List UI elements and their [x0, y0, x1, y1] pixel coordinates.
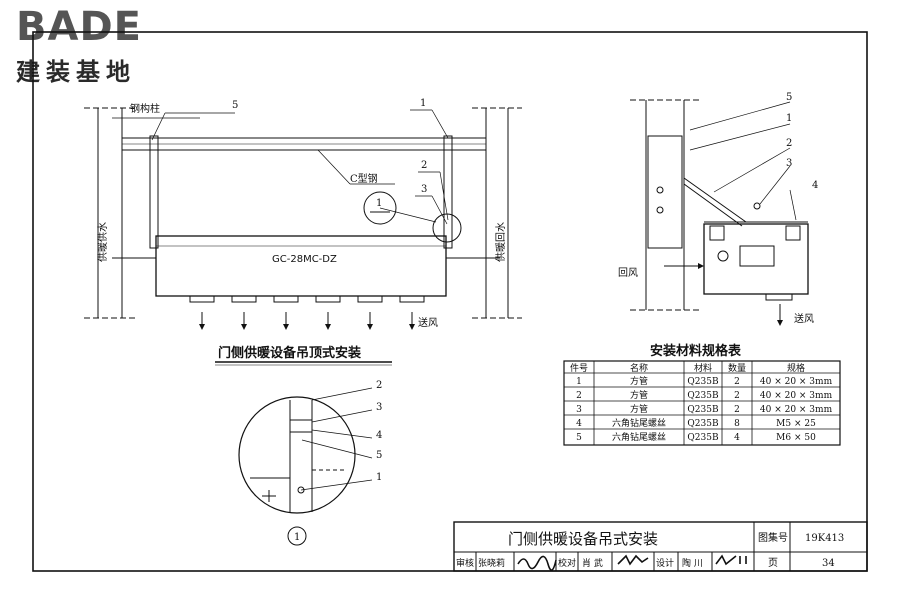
cell-part-no: 5	[576, 433, 582, 443]
side-callout-1: 1	[786, 113, 792, 124]
cell-spec: M5 × 25	[776, 419, 816, 429]
sheet-title: 门侧供暖设备吊式安装	[508, 530, 658, 548]
detail-ref-label: 1	[294, 532, 300, 543]
side-callout-4: 4	[812, 180, 818, 191]
cell-name: 方管	[630, 375, 648, 387]
checker-signature	[617, 554, 649, 566]
front-callout-2: 2	[421, 160, 427, 171]
sheet-border	[32, 31, 868, 572]
header-spec: 规格	[787, 362, 805, 374]
return-air-label: 回风	[618, 267, 638, 279]
front-detail-ref: 1	[376, 198, 382, 209]
cell-material: Q235B	[687, 405, 719, 415]
header-qty: 数量	[728, 362, 746, 374]
front-view	[84, 107, 522, 366]
front-callout-1: 1	[420, 98, 426, 109]
cell-qty: 2	[734, 405, 740, 415]
atlas-no-value: 19K413	[805, 533, 844, 544]
cell-name: 六角钻尾螺丝	[612, 431, 666, 443]
cell-name: 六角钻尾螺丝	[612, 417, 666, 429]
table-row: 2 方管 Q235B 2 40 × 20 × 3mm	[576, 389, 832, 401]
atlas-no-label: 图集号	[758, 531, 788, 544]
cell-material: Q235B	[687, 419, 719, 429]
detail-callout-1: 1	[376, 472, 382, 483]
detail-callout-3: 3	[376, 402, 382, 413]
cell-spec: 40 × 20 × 3mm	[760, 391, 833, 401]
cell-spec: 40 × 20 × 3mm	[760, 377, 833, 387]
cell-material: Q235B	[687, 433, 719, 443]
checker-name: 肖 武	[582, 557, 603, 569]
cell-spec: 40 × 20 × 3mm	[760, 405, 833, 415]
cell-spec: M6 × 50	[776, 433, 816, 443]
side-view-arrowheads	[698, 263, 783, 326]
front-callout-5: 5	[232, 100, 238, 111]
logo-brand: BADE	[16, 4, 142, 50]
detail-callout-5: 5	[376, 450, 382, 461]
table-row: 3 方管 Q235B 2 40 × 20 × 3mm	[576, 403, 832, 415]
page-label: 页	[768, 557, 778, 569]
table-row: 1 方管 Q235B 2 40 × 20 × 3mm	[576, 375, 832, 387]
title-block-grid	[453, 521, 868, 572]
unit-model: GC-28MC-DZ	[272, 254, 337, 265]
cell-qty: 4	[734, 433, 740, 443]
table-title: 安装材料规格表	[650, 343, 742, 359]
header-part-no: 件号	[570, 362, 588, 374]
designer-name: 陶 川	[682, 557, 703, 569]
side-callout-3: 3	[786, 158, 792, 169]
cell-qty: 2	[734, 377, 740, 387]
table-header-row: 件号 名称 材料 数量 规格	[570, 362, 805, 374]
reviewer-name: 张晓莉	[478, 557, 505, 569]
front-view-arrowheads	[199, 324, 415, 330]
header-name: 名称	[630, 362, 648, 374]
header-material: 材料	[694, 362, 712, 374]
review-label: 审核	[456, 557, 474, 569]
detail-callout-4: 4	[376, 430, 382, 441]
side-callout-5: 5	[786, 92, 792, 103]
logo-subtitle: 建装基地	[16, 58, 136, 86]
return-pipe-label: 供暖回水	[494, 222, 507, 262]
cell-part-no: 3	[576, 405, 582, 415]
front-view-title: 门侧供暖设备吊顶式安装	[218, 345, 361, 361]
check-label: 校对	[558, 557, 576, 569]
cell-name: 方管	[630, 389, 648, 401]
reviewer-signature	[517, 555, 557, 571]
side-view	[630, 99, 809, 322]
channel-label: C型钢	[350, 172, 378, 185]
table-row: 5 六角钻尾螺丝 Q235B 4 M6 × 50	[576, 431, 816, 443]
cell-part-no: 1	[576, 377, 582, 387]
cell-name: 方管	[630, 403, 648, 415]
page-no-value: 34	[822, 558, 835, 569]
cell-material: Q235B	[687, 377, 719, 387]
table-row: 4 六角钻尾螺丝 Q235B 8 M5 × 25	[576, 417, 816, 429]
bade-logo: BADE 建装基地	[8, 4, 178, 86]
side-outlet-label: 送风	[794, 312, 814, 325]
cell-qty: 2	[734, 391, 740, 401]
detail-callout-2: 2	[376, 380, 382, 391]
cell-material: Q235B	[687, 391, 719, 401]
designer-signature	[715, 554, 747, 566]
cell-part-no: 2	[576, 391, 582, 401]
cell-part-no: 4	[576, 419, 582, 429]
detail-view	[238, 387, 373, 546]
side-callout-2: 2	[786, 138, 792, 149]
supply-pipe-label: 供暖供水	[96, 222, 109, 262]
front-outlet-label: 送风	[418, 316, 438, 329]
design-label: 设计	[656, 557, 674, 569]
cell-qty: 8	[734, 419, 740, 429]
front-callout-3: 3	[421, 184, 427, 195]
materials-table-grid	[563, 360, 841, 446]
column-label: 钢构柱	[130, 102, 160, 115]
